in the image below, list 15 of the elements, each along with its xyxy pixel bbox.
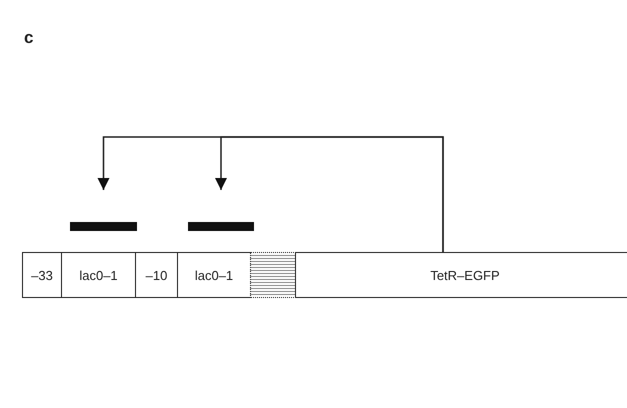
gene-segment xyxy=(177,252,251,298)
segment-label: –10 xyxy=(146,268,168,282)
segment-label: TetR–EGFP xyxy=(430,268,500,282)
gene-segment xyxy=(61,252,136,298)
gene-segment xyxy=(295,252,627,298)
binding-site-bar xyxy=(70,222,137,231)
segment-label: –33 xyxy=(31,268,53,282)
segment-label: lac0–1 xyxy=(79,268,118,282)
arrow xyxy=(215,136,444,252)
segment-label: lac0–1 xyxy=(194,268,234,282)
gene-segment xyxy=(135,252,178,298)
gene-segment xyxy=(22,252,62,298)
hatched-segment xyxy=(250,252,296,298)
binding-site-bar xyxy=(188,222,254,231)
panel-letter: c xyxy=(24,28,34,48)
